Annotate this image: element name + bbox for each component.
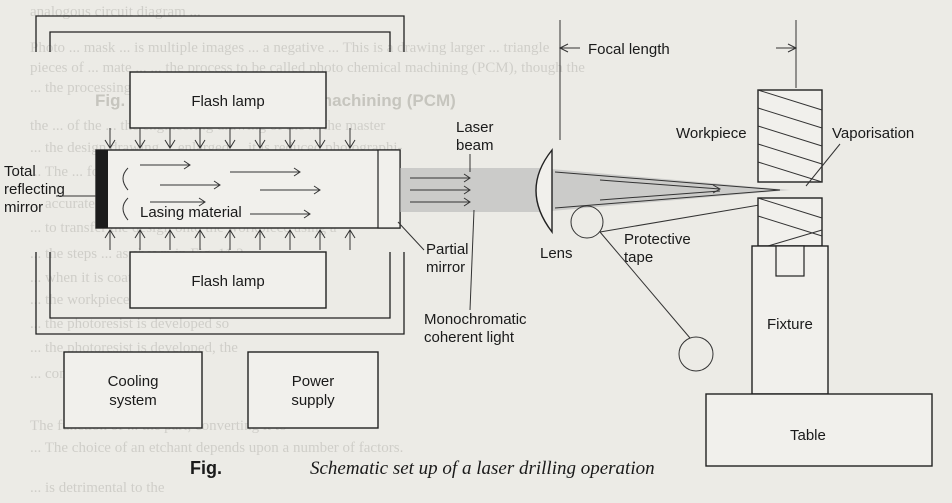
svg-text:... The choice of an etchant d: ... The choice of an etchant depends upo… xyxy=(30,440,403,456)
svg-text:... the photoresist is develop: ... the photoresist is developed so xyxy=(30,316,229,332)
lens: Lens xyxy=(535,148,573,262)
focal-length-label: Focal length xyxy=(588,41,670,58)
tape-roll-bottom xyxy=(678,336,714,372)
figure-caption: Fig. Schematic set up of a laser drillin… xyxy=(190,458,655,479)
focal-length-dimension: Focal length xyxy=(558,20,798,140)
lasing-rod-box xyxy=(95,149,401,229)
laser-beam: Laser beam xyxy=(400,119,790,212)
pump-arrows-bottom xyxy=(104,229,356,250)
total-reflecting-mirror xyxy=(96,150,108,228)
svg-text:tape: tape xyxy=(624,249,653,266)
svg-text:system: system xyxy=(109,392,157,409)
flash-lamp-top-box xyxy=(129,71,327,129)
reflector-bottom-outer xyxy=(35,252,405,335)
table-box xyxy=(705,393,933,467)
workpiece-label: Workpiece xyxy=(676,125,747,142)
flash-lamp-bottom-box xyxy=(129,251,327,309)
svg-text:Total: Total xyxy=(4,163,36,180)
svg-text:reflecting: reflecting xyxy=(4,181,65,198)
svg-text:supply: supply xyxy=(291,392,335,409)
flash-lamp-bottom-label: Flash lamp xyxy=(191,273,264,290)
svg-text:analogous circuit diagram ...: analogous circuit diagram ... xyxy=(30,4,201,20)
power-supply-box xyxy=(247,351,379,429)
workpiece: Workpiece Vaporisation xyxy=(676,89,914,247)
svg-text:coherent light: coherent light xyxy=(424,329,515,346)
flash-lamp-top: Flash lamp xyxy=(35,15,405,129)
svg-text:... is detrimental to the: ... is detrimental to the xyxy=(30,480,165,496)
flash-lamp-bottom: Flash lamp xyxy=(35,251,405,335)
fixture: Fixture xyxy=(751,245,829,395)
lasing-rod: Lasing material xyxy=(95,149,401,229)
partial-mirror xyxy=(377,149,401,229)
svg-text:Monochromatic: Monochromatic xyxy=(424,311,527,328)
svg-text:Cooling: Cooling xyxy=(108,373,159,390)
svg-text:Protective: Protective xyxy=(624,231,691,248)
lasing-material-label: Lasing material xyxy=(140,204,242,221)
beam-converging xyxy=(540,168,790,212)
caption-text: Schematic set up of a laser drilling ope… xyxy=(310,458,655,479)
total-mirror-label: Total reflecting mirror xyxy=(4,163,96,216)
lens-label: Lens xyxy=(540,245,573,262)
caption-fig: Fig. xyxy=(190,458,222,478)
monochromatic-label: Monochromatic coherent light xyxy=(424,209,527,346)
svg-text:mirror: mirror xyxy=(4,199,43,216)
laser-beam-label-2: beam xyxy=(456,137,494,154)
flash-lamp-top-label: Flash lamp xyxy=(191,93,264,110)
fixture-label: Fixture xyxy=(767,316,813,333)
workpiece-lower xyxy=(757,197,823,247)
reflector-top-inner xyxy=(49,31,391,52)
svg-text:mirror: mirror xyxy=(426,259,465,276)
reflector-bottom-inner xyxy=(49,252,391,319)
reflector-top-outer xyxy=(35,15,405,52)
svg-text:Photo ... mask ... is multiple: Photo ... mask ... is multiple images ..… xyxy=(30,40,550,56)
cooling-system-box xyxy=(63,351,203,429)
svg-text:... the processing ...: ... the processing ... xyxy=(30,80,146,96)
partial-mirror-label: Partial mirror xyxy=(397,221,469,276)
lens-shape xyxy=(535,148,553,235)
pump-arrows-top xyxy=(104,128,356,149)
svg-text:Power: Power xyxy=(292,373,335,390)
power-supply: Power supply xyxy=(247,351,379,429)
tape-roll-top xyxy=(570,205,604,239)
svg-text:Partial: Partial xyxy=(426,241,469,258)
table: Table xyxy=(705,393,933,467)
vaporisation-label: Vaporisation xyxy=(832,125,914,142)
laser-beam-label-1: Laser xyxy=(456,119,494,136)
cooling-system: Cooling system xyxy=(63,351,203,429)
protective-tape: Protective tape xyxy=(570,203,766,372)
table-label: Table xyxy=(790,427,826,444)
